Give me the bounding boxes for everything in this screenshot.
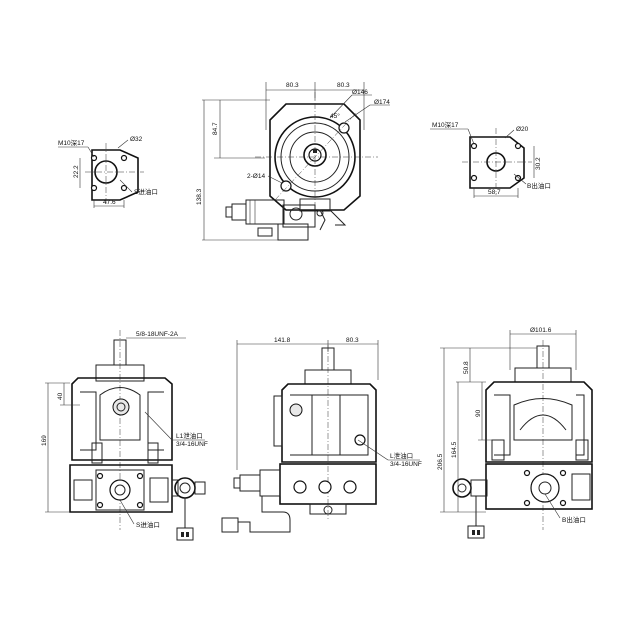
inlet-label: S进油口 (134, 187, 158, 196)
front-view: 141.8 80.3 L泄油口 3/4-16UNF (221, 337, 422, 533)
dim-50-8: 50.8 (463, 361, 470, 374)
left-inlet-label: S进油口 (136, 520, 160, 529)
dia-pilot: Ø101.6 (530, 327, 552, 334)
right-outlet-label: B出油口 (562, 515, 586, 524)
dim-width-right: 80.3 (337, 82, 350, 89)
outlet-label: B出油口 (527, 181, 551, 190)
inlet-thread: M10深17 (58, 138, 85, 147)
dim-width-left: 80.3 (286, 82, 299, 89)
outlet-horizontal: 58.7 (488, 189, 501, 196)
left-side-view: 5/8-18UNF-2A 169 (41, 330, 208, 541)
inlet-diameter: Ø32 (130, 136, 143, 143)
right-side-view: Ø101.6 206.5 164. (437, 327, 593, 539)
dim-dia-outer: Ø174 (374, 99, 390, 106)
outlet-vertical: 30.2 (535, 157, 542, 170)
outlet-thread: M10深17 (432, 120, 459, 129)
front-drain-label: L泄油口 (390, 451, 413, 460)
dim-164-5: 164.5 (451, 441, 458, 458)
front-drain-thread: 3/4-16UNF (390, 461, 422, 468)
shaft-thread: 5/8-18UNF-2A (136, 331, 179, 338)
dim-front-right: 80.3 (346, 337, 359, 344)
inlet-vertical: 22.2 (73, 165, 80, 178)
dim-40: 40 (57, 392, 64, 400)
dim-169: 169 (41, 435, 48, 446)
dim-height-lower: 138.3 (196, 188, 203, 205)
dim-height-upper: 84.7 (212, 122, 219, 135)
inlet-horizontal: 47.6 (103, 199, 116, 206)
outlet-diameter: Ø20 (516, 126, 529, 133)
inlet-port-detail: M10深17 Ø32 22.2 47.6 S进油口 (58, 136, 158, 208)
dim-206-5: 206.5 (437, 453, 444, 470)
outlet-port-detail: M10深17 Ø20 30.2 58.7 B出油口 (430, 120, 551, 198)
dim-90: 90 (475, 409, 482, 417)
top-view: 80.3 80.3 84.7 138.3 Ø146 Ø174 45° (196, 82, 390, 241)
dim-front-left: 141.8 (274, 337, 291, 344)
dim-dia-flange: Ø146 (352, 89, 368, 96)
left-drain-thread: 3/4-16UNF (176, 441, 208, 448)
dim-angle: 45° (330, 112, 340, 120)
dim-holes: 2-Ø14 (247, 173, 265, 180)
left-drain-label: L1泄油口 (176, 431, 203, 440)
